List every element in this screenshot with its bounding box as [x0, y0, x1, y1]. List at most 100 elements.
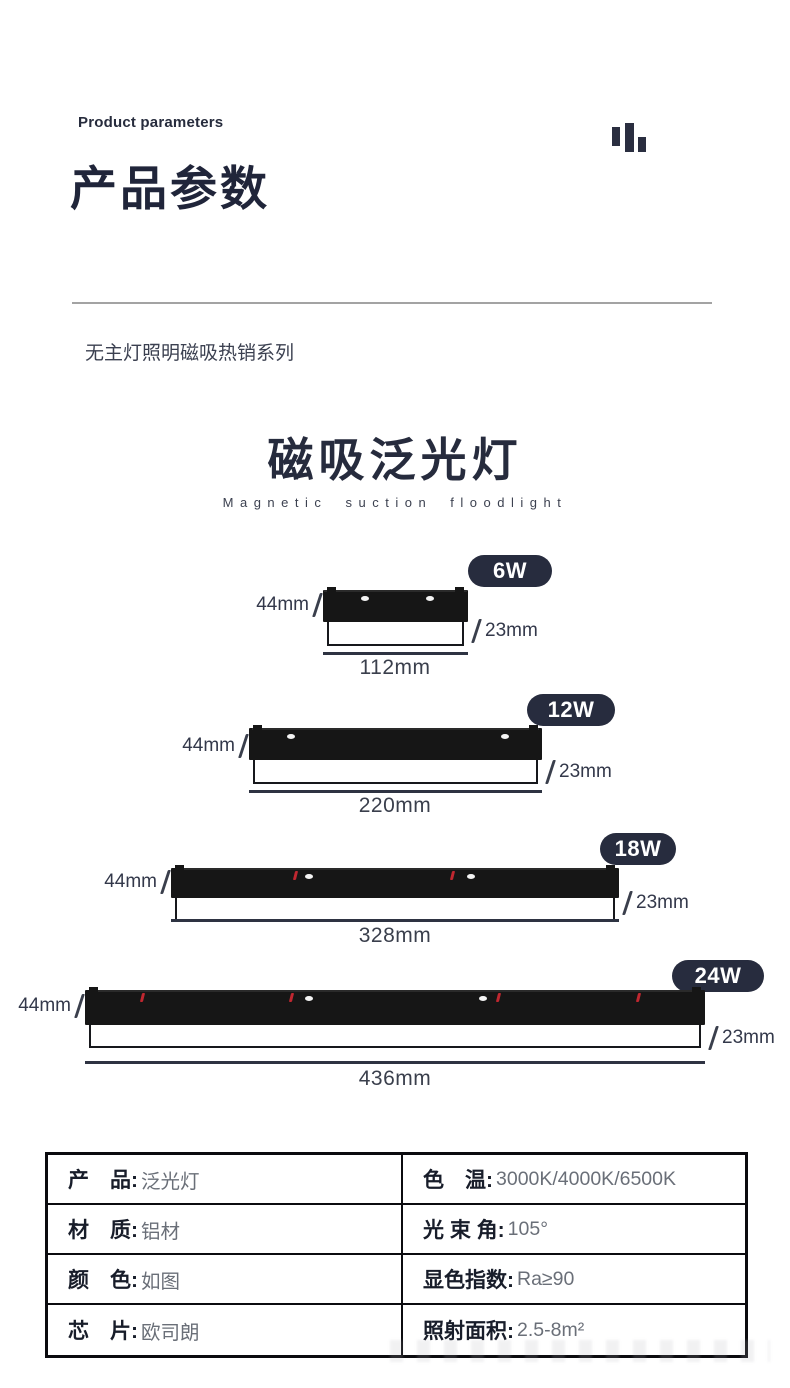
- series-text: 无主灯照明磁吸热销系列: [85, 343, 295, 364]
- height-label-text: 44mm: [18, 995, 71, 1016]
- dimension-slash: [312, 593, 323, 617]
- length-label: 328mm: [358, 924, 432, 947]
- screw-dot: [360, 596, 369, 601]
- spec-label: 光 束 角:: [423, 1219, 505, 1242]
- red-tick: [496, 993, 502, 1002]
- spec-cell-left: 产 品:泛光灯: [48, 1155, 403, 1205]
- dimension-slash: [238, 734, 249, 758]
- spec-label: 照射面积:: [423, 1320, 514, 1343]
- red-tick: [635, 993, 641, 1002]
- thickness-label: 23mm: [622, 891, 689, 915]
- length-line: [249, 790, 542, 793]
- spec-value: 欧司朗: [141, 1321, 200, 1344]
- red-tick: [139, 993, 145, 1002]
- power-badge: 6W: [468, 555, 552, 587]
- screw-dot: [478, 996, 487, 1001]
- length-label: 220mm: [358, 794, 432, 817]
- thickness-label-text: 23mm: [485, 620, 538, 641]
- sound-bar: [625, 123, 634, 152]
- fixture-drawing: [323, 587, 468, 646]
- thickness-label: 23mm: [471, 619, 538, 643]
- spec-cell-left: 颜 色:如图: [48, 1255, 403, 1305]
- spec-label: 材 质:: [68, 1219, 138, 1242]
- fixture-diffuser: [89, 1025, 701, 1048]
- power-badge: 12W: [527, 694, 615, 726]
- dimension-slash: [622, 891, 633, 915]
- product-title-block: 磁吸泛光灯 Magnetic suction floodlight: [0, 424, 790, 510]
- red-tick: [449, 871, 456, 880]
- spec-label: 芯 片:: [68, 1320, 138, 1343]
- red-tick: [288, 993, 294, 1002]
- fixture-housing: [249, 725, 542, 760]
- spec-cell-right: 光 束 角:105°: [403, 1205, 745, 1255]
- spec-value: 3000K/4000K/6500K: [496, 1167, 676, 1190]
- spec-label: 颜 色:: [68, 1269, 138, 1292]
- spec-cell-right: 显色指数:Ra≥90: [403, 1255, 745, 1305]
- dimension-slash: [160, 870, 171, 894]
- spec-cell-left: 芯 片:欧司朗: [48, 1305, 403, 1355]
- height-label-text: 44mm: [182, 735, 235, 756]
- spec-value: 泛光灯: [141, 1170, 200, 1193]
- height-label: 44mm: [0, 734, 249, 758]
- screw-dot: [305, 996, 314, 1001]
- power-badge: 24W: [672, 960, 764, 992]
- end-tab: [89, 987, 98, 992]
- fixture-housing: [171, 865, 619, 898]
- dimension-slash: [471, 619, 482, 643]
- page-title: 产品参数: [70, 162, 270, 215]
- product-block-24w: 24W 44mm 23mm 436mm: [0, 960, 790, 1095]
- fixture-housing: [323, 587, 468, 622]
- height-label-text: 44mm: [104, 871, 157, 892]
- product-block-12w: 12W 44mm 23mm 220mm: [0, 694, 790, 829]
- spec-label: 产 品:: [68, 1169, 138, 1192]
- spec-cell-left: 材 质:铝材: [48, 1205, 403, 1255]
- length-line: [85, 1061, 705, 1064]
- end-tab: [253, 725, 262, 730]
- spec-value: 105°: [507, 1217, 549, 1240]
- spec-label: 显色指数:: [423, 1269, 514, 1292]
- thickness-label-text: 23mm: [722, 1027, 775, 1048]
- screw-dot: [500, 734, 509, 739]
- thickness-label: 23mm: [708, 1026, 775, 1050]
- end-tab: [327, 587, 336, 592]
- spec-value: 铝材: [141, 1220, 181, 1243]
- fixture-drawing: [85, 987, 705, 1048]
- divider-line: [72, 302, 712, 304]
- height-label: 44mm: [0, 994, 85, 1018]
- product-subtitle: Magnetic suction floodlight: [222, 495, 568, 510]
- end-tab: [529, 725, 538, 730]
- fixture-drawing: [171, 865, 619, 921]
- fixture-drawing: [249, 725, 542, 784]
- screw-dot: [305, 874, 314, 879]
- red-tick: [293, 871, 299, 880]
- length-label: 436mm: [358, 1067, 432, 1090]
- height-label: 44mm: [0, 870, 171, 894]
- height-label-text: 44mm: [256, 594, 309, 615]
- screw-dot: [466, 874, 475, 879]
- spec-cell-right: 照射面积:2.5-8m²: [403, 1305, 745, 1355]
- screw-dot: [425, 596, 434, 601]
- power-badge: 18W: [600, 833, 676, 865]
- end-tab: [455, 587, 464, 592]
- height-label: 44mm: [0, 593, 323, 617]
- length-label: 112mm: [359, 656, 431, 679]
- product-block-6w: 6W 44mm 23mm 112mm: [0, 555, 790, 690]
- length-line: [323, 652, 468, 655]
- fixture-diffuser: [253, 760, 538, 784]
- end-tab: [175, 865, 184, 870]
- sound-bars-icon: [612, 123, 648, 153]
- thickness-label-text: 23mm: [559, 761, 612, 782]
- spec-value: Ra≥90: [517, 1267, 575, 1290]
- screw-dot: [287, 734, 296, 739]
- fixture-diffuser: [327, 622, 464, 646]
- sound-bar: [638, 137, 646, 152]
- dimension-slash: [708, 1026, 719, 1050]
- spec-cell-right: 色 温:3000K/4000K/6500K: [403, 1155, 745, 1205]
- fixture-housing: [85, 987, 705, 1025]
- product-block-18w: 18W 44mm 23mm 328mm: [0, 833, 790, 968]
- dimension-slash: [74, 994, 85, 1018]
- thickness-label: 23mm: [545, 760, 612, 784]
- dimension-slash: [545, 760, 556, 784]
- spec-label: 色 温:: [423, 1169, 493, 1192]
- thickness-label-text: 23mm: [636, 892, 689, 913]
